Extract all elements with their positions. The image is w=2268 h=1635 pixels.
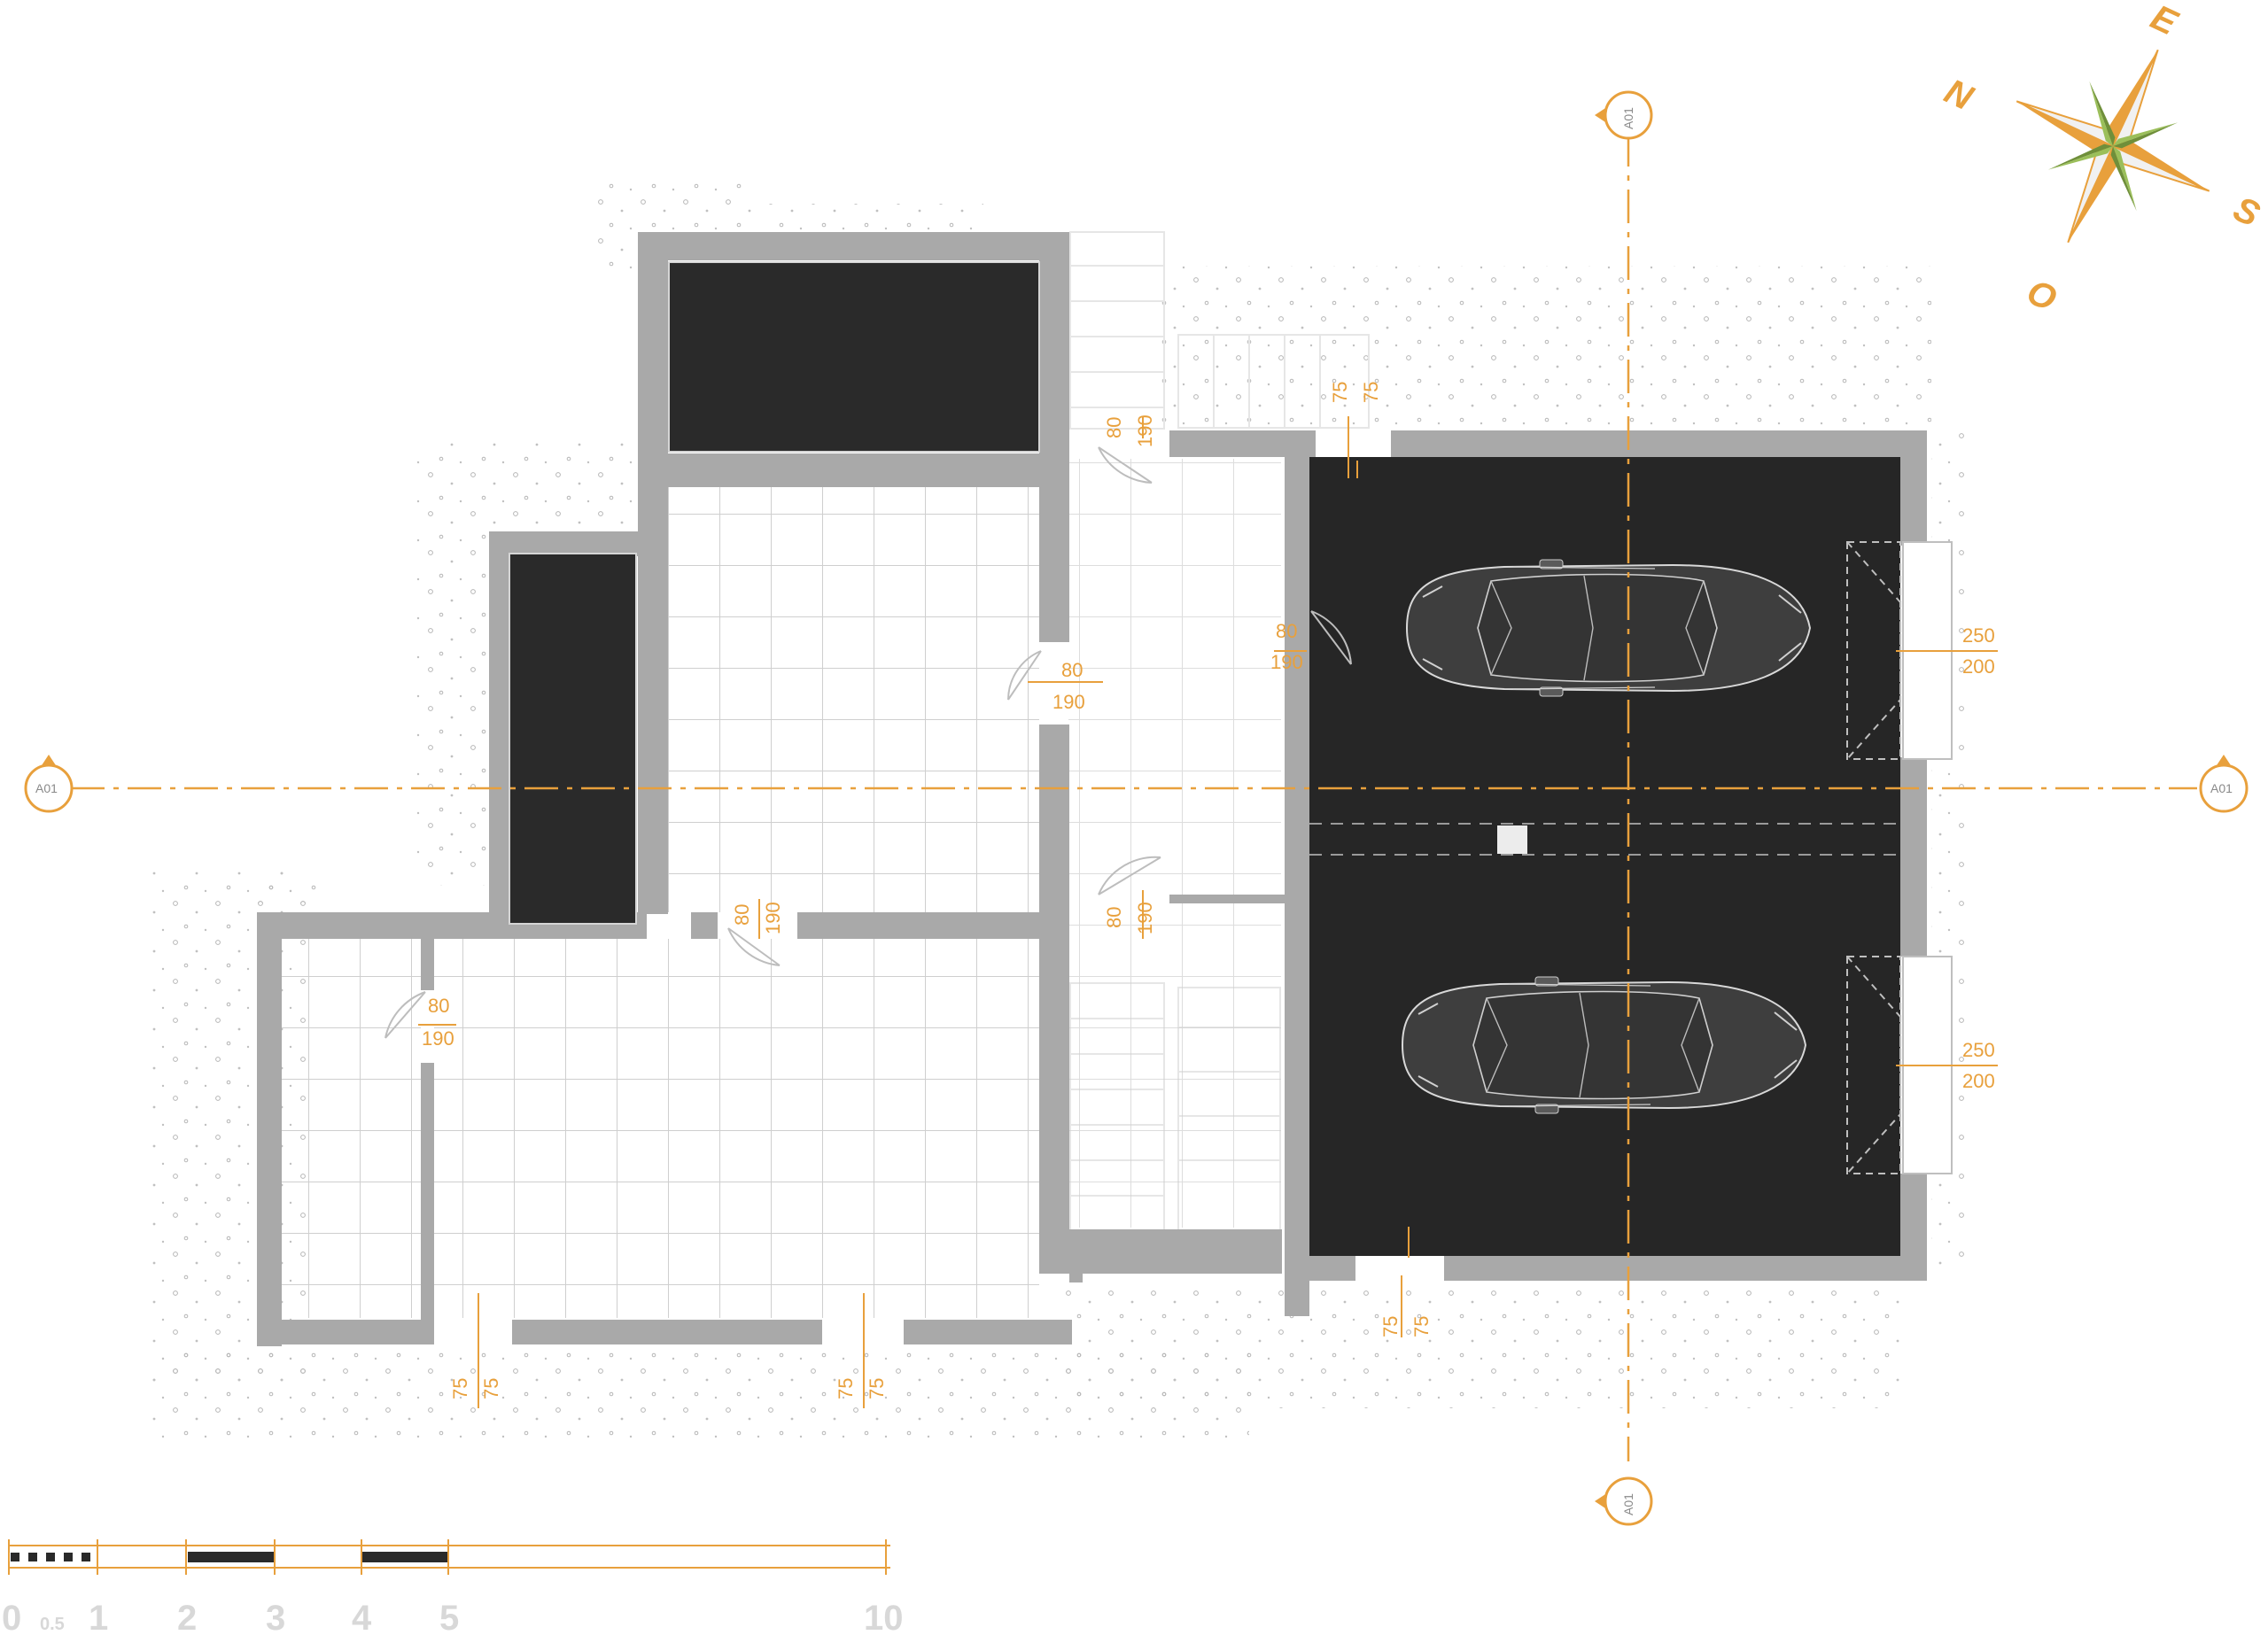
scale-tick-half: 0.5 — [40, 1615, 65, 1634]
room-floor-upper — [667, 485, 1039, 912]
door-width: 80 — [1103, 907, 1125, 928]
door-height: 190 — [1270, 651, 1303, 673]
small-window-label-2: 75 75 — [449, 1378, 502, 1399]
door-label-6: 80 190 — [422, 995, 454, 1050]
landscape-dots — [151, 177, 1967, 1444]
door-height: 190 — [422, 1027, 454, 1050]
small-window-b: 75 — [866, 1378, 888, 1399]
section-marker-label: A01 — [35, 781, 58, 795]
scale-tick-10: 10 — [864, 1599, 904, 1635]
door-width: 80 — [1061, 659, 1083, 681]
door-height: 190 — [1134, 902, 1156, 934]
door-label-4: 80 190 — [1103, 902, 1156, 934]
small-window-label-3: 75 75 — [835, 1378, 888, 1399]
scale-tick-0: 0 — [2, 1599, 21, 1635]
door-label-3: 80 190 — [1270, 620, 1303, 673]
small-window-a: 75 — [1329, 382, 1351, 403]
compass-west: O — [2021, 272, 2062, 319]
window-height: 200 — [1962, 655, 1995, 678]
walls — [257, 232, 1927, 1346]
door-height: 190 — [762, 902, 784, 934]
door-swings — [384, 446, 1352, 1039]
section-marker-label: A01 — [2210, 781, 2233, 795]
scale-tick-4: 4 — [352, 1599, 372, 1635]
car-top — [1406, 559, 1811, 697]
door-label-5: 80 190 — [731, 902, 784, 934]
section-marker-left: A01 — [24, 755, 74, 813]
scale-tick-5: 5 — [439, 1599, 459, 1635]
window-width: 250 — [1962, 624, 1995, 647]
scale-bar: 0 0.5 1 2 3 4 5 10 — [2, 1539, 904, 1635]
small-window-a: 75 — [449, 1378, 471, 1399]
scale-tick-3: 3 — [266, 1599, 285, 1635]
compass-east: E — [2145, 0, 2184, 43]
small-window-b: 75 — [1360, 382, 1382, 403]
window-width: 250 — [1962, 1039, 1995, 1061]
storage-block-top — [668, 261, 1040, 453]
door-height: 190 — [1134, 415, 1156, 447]
section-marker-label: A01 — [1621, 107, 1635, 129]
small-window-a: 75 — [835, 1378, 857, 1399]
small-window-b: 75 — [1410, 1316, 1433, 1337]
door-label-2: 80 190 — [1052, 659, 1085, 713]
door-width: 80 — [428, 995, 449, 1017]
scale-tick-1: 1 — [89, 1599, 108, 1635]
section-axes — [71, 133, 2197, 1461]
door-label-1: 80 190 — [1103, 415, 1156, 447]
small-window-b: 75 — [480, 1378, 502, 1399]
storage-block-left — [509, 553, 637, 925]
section-marker-right: A01 — [2199, 755, 2249, 813]
small-window-a: 75 — [1379, 1316, 1402, 1337]
room-floor-lower — [434, 939, 1039, 1318]
scale-tick-2: 2 — [177, 1599, 197, 1635]
compass-rose — [2016, 49, 2210, 244]
door-width: 80 — [731, 904, 753, 926]
section-marker-top: A01 — [1595, 90, 1653, 140]
door-width: 80 — [1276, 620, 1297, 642]
small-window-label-1: 75 75 — [1329, 382, 1382, 403]
window-label-bottom: 250 200 — [1962, 1039, 1995, 1092]
window-height: 200 — [1962, 1070, 1995, 1092]
small-window-label-4: 75 75 — [1379, 1316, 1433, 1337]
section-marker-bottom: A01 — [1595, 1476, 1653, 1526]
window-label-top: 250 200 — [1962, 624, 1995, 678]
garage-divider — [1309, 823, 1900, 856]
door-height: 190 — [1052, 691, 1085, 713]
corridor-floor — [1068, 459, 1281, 1228]
room-floor-left — [279, 939, 421, 1318]
compass-north: N — [1938, 72, 1979, 119]
section-marker-label: A01 — [1621, 1493, 1635, 1515]
dimension-leaders — [418, 416, 1998, 1408]
compass-south: S — [2227, 190, 2265, 235]
door-width: 80 — [1103, 417, 1125, 438]
car-bottom — [1402, 976, 1806, 1114]
